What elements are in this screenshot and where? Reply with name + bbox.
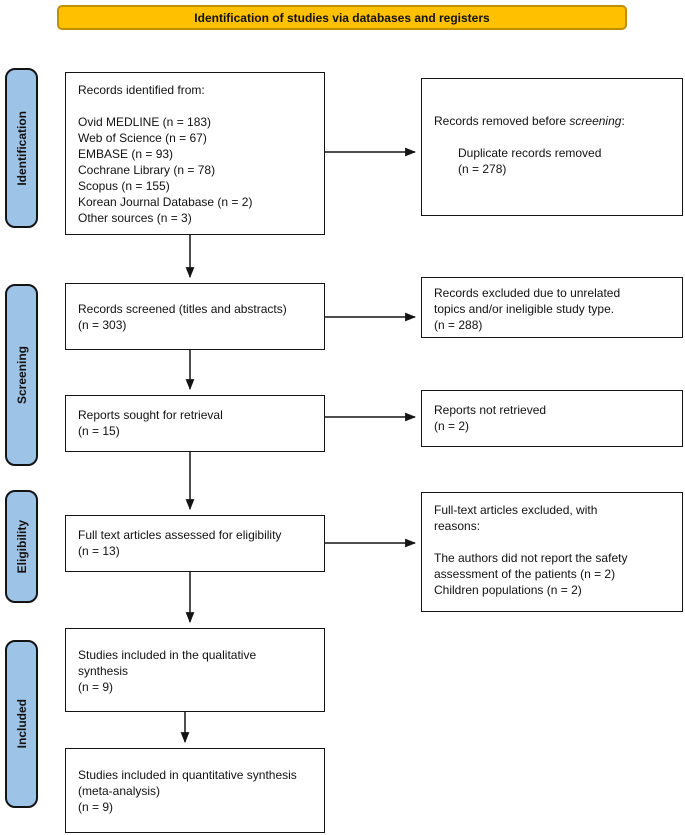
box-line: (n = 9)	[78, 680, 114, 694]
box-fulltext-assessed: Full text articles assessed for eligibil…	[65, 515, 325, 572]
box-line: Studies included in quantitative synthes…	[78, 768, 297, 782]
box-line: Records excluded due to unrelated	[434, 286, 621, 300]
box-quantitative-synthesis: Studies included in quantitative synthes…	[65, 748, 325, 833]
box-line: The authors did not report the safety	[434, 551, 628, 565]
detail-line: Duplicate records removed	[458, 146, 602, 160]
spacer	[434, 534, 676, 550]
source-line: EMBASE (n = 93)	[78, 147, 174, 161]
box-line: topics and/or ineligible study type.	[434, 302, 615, 316]
stage-screening-label: Screening	[14, 345, 29, 405]
box-line: Studies included in the qualitative	[78, 648, 257, 662]
box-line: Reports not retrieved	[434, 403, 547, 417]
box-line: reasons:	[434, 519, 481, 533]
box-line: (meta-analysis)	[78, 784, 161, 798]
box-qualitative-synthesis: Studies included in the qualitative synt…	[65, 628, 325, 712]
spacer	[434, 129, 676, 145]
records-removed-detail: Duplicate records removed (n = 278)	[458, 145, 676, 177]
records-removed-heading: Records removed before screening:	[434, 113, 676, 129]
source-line: Other sources (n = 3)	[78, 211, 192, 225]
stage-included: Included	[5, 640, 38, 808]
banner-title: Identification of studies via databases …	[57, 5, 627, 30]
box-line: (n = 15)	[78, 424, 120, 438]
box-line: (n = 13)	[78, 544, 120, 558]
box-line: Children populations (n = 2)	[434, 583, 582, 597]
heading-prefix: Records removed before	[434, 114, 570, 128]
heading-suffix: :	[621, 114, 625, 128]
source-line: Korean Journal Database (n = 2)	[78, 195, 253, 209]
source-line: Ovid MEDLINE (n = 183)	[78, 115, 212, 129]
box-fulltext-excluded: Full-text articles excluded, with reason…	[421, 492, 683, 612]
box-line: (n = 303)	[78, 318, 127, 332]
box-reports-sought: Reports sought for retrieval (n = 15)	[65, 395, 325, 452]
box-line: (n = 288)	[434, 318, 483, 332]
source-line: Web of Science (n = 67)	[78, 131, 207, 145]
box-line: Reports sought for retrieval	[78, 408, 223, 422]
stage-identification-label: Identification	[14, 110, 29, 186]
box-records-removed: Records removed before screening: Duplic…	[421, 78, 683, 216]
source-line: Cochrane Library (n = 78)	[78, 163, 216, 177]
box-reports-not-retrieved: Reports not retrieved (n = 2)	[421, 390, 683, 447]
box-line: Full-text articles excluded, with	[434, 503, 598, 517]
box-line: Records screened (titles and abstracts)	[78, 302, 287, 316]
stage-eligibility-label: Eligibility	[14, 519, 29, 574]
box-line: Full text articles assessed for eligibil…	[78, 528, 282, 542]
records-identified-heading: Records identified from:	[78, 83, 205, 97]
box-records-screened: Records screened (titles and abstracts) …	[65, 283, 325, 350]
box-line: (n = 2)	[434, 419, 470, 433]
box-records-excluded: Records excluded due to unrelated topics…	[421, 277, 683, 338]
stage-identification: Identification	[5, 68, 38, 228]
box-line: assessment of the patients (n = 2)	[434, 567, 616, 581]
stage-screening: Screening	[5, 284, 38, 466]
source-line: Scopus (n = 155)	[78, 179, 170, 193]
heading-italic: screening	[569, 114, 622, 128]
spacer	[78, 98, 318, 114]
box-line: synthesis	[78, 664, 129, 678]
box-line: (n = 9)	[78, 800, 114, 814]
banner-title-text: Identification of studies via databases …	[194, 10, 490, 25]
detail-line: (n = 278)	[458, 162, 507, 176]
box-records-identified: Records identified from: Ovid MEDLINE (n…	[65, 72, 325, 235]
stage-included-label: Included	[14, 699, 29, 749]
stage-eligibility: Eligibility	[5, 490, 38, 603]
